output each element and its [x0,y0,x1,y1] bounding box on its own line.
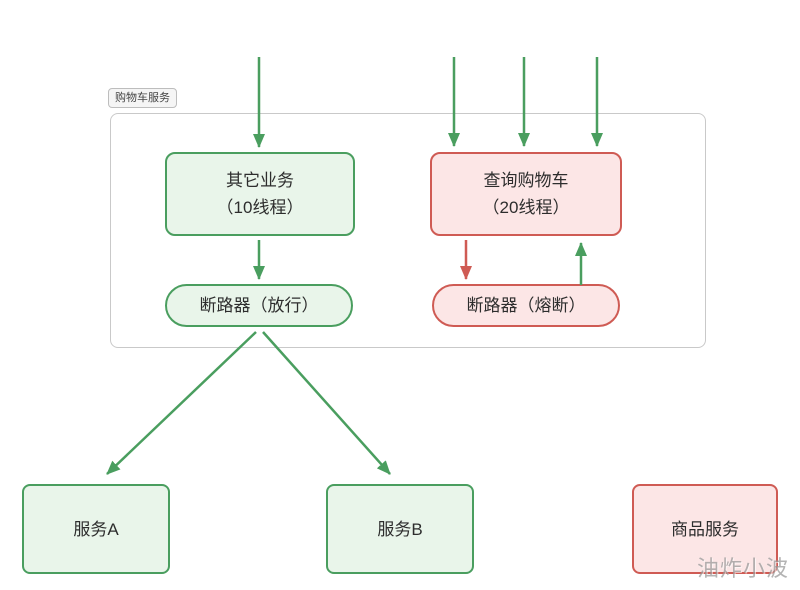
node-circuit-breaker-fused-label: 断路器（熔断） [466,296,586,315]
node-service-b-label: 服务B [377,519,423,539]
cart-service-group-label: 购物车服务 [108,88,177,108]
node-service-a-label: 服务A [73,519,119,539]
arrow-line [262,331,391,475]
node-query-cart: 查询购物车 （20线程） [430,152,622,236]
node-goods-service: 商品服务 [632,484,778,574]
node-service-b: 服务B [326,484,474,574]
cart-service-group-box [110,113,706,348]
node-circuit-breaker-pass: 断路器（放行） [165,284,353,327]
watermark-text: 油炸小波 [697,556,790,581]
node-other-business-threads: （10线程） [216,198,304,217]
node-query-cart-title: 查询购物车 [483,171,569,190]
node-service-a: 服务A [22,484,170,574]
node-other-business: 其它业务 （10线程） [165,152,355,236]
node-query-cart-threads: （20线程） [482,198,570,217]
node-circuit-breaker-fused: 断路器（熔断） [432,284,620,327]
node-other-business-title: 其它业务 [226,171,294,190]
node-circuit-breaker-pass-label: 断路器（放行） [199,296,319,315]
arrow-line [106,331,257,475]
node-goods-service-label: 商品服务 [671,519,739,539]
